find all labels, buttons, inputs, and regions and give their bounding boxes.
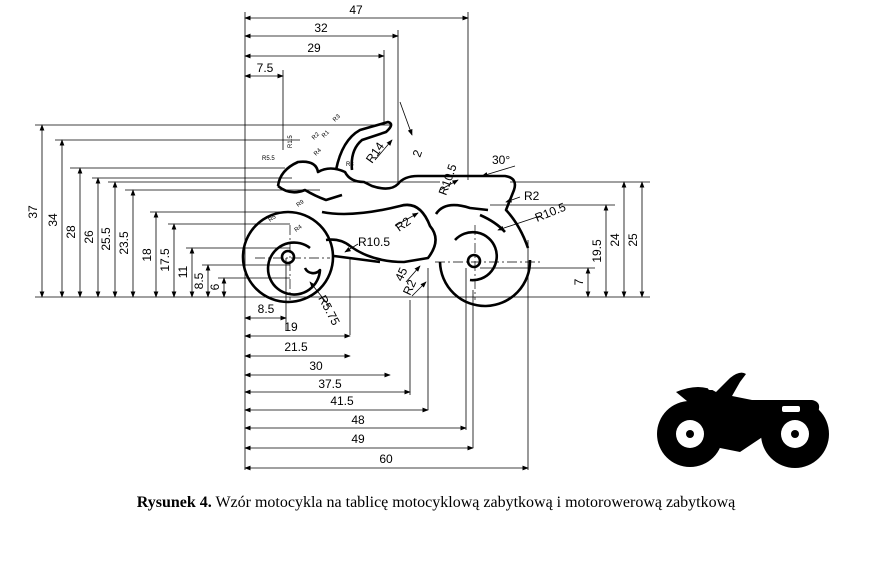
radius-label-5: R10.5 <box>533 200 568 225</box>
dim-top-3: 29 <box>307 41 321 55</box>
caption-text: Wzór motocykla na tablicę motocyklową za… <box>215 494 736 511</box>
radius-leaders <box>309 101 541 308</box>
dim-bottom-7: 48 <box>351 413 365 427</box>
radius-label-8: R5.75 <box>315 293 343 328</box>
offset-label: 2 <box>410 148 426 159</box>
dim-right-2: 19.5 <box>590 239 604 263</box>
dim-left-9: 11 <box>176 265 190 278</box>
figure-caption: Rysunek 4. Wzór motocykla na tablicę mot… <box>0 494 872 512</box>
dim-left-6: 23.5 <box>117 231 131 255</box>
dim-left-10: 8.5 <box>192 272 206 289</box>
small-label-8: R5 <box>268 214 278 224</box>
small-label-4: R1 <box>321 129 331 139</box>
dim-bottom-2: 19 <box>284 320 298 334</box>
small-label-1: R3 <box>332 113 342 123</box>
small-label-2: R1.5 <box>288 135 294 148</box>
dim-left-7: 18 <box>140 248 154 262</box>
small-label-6: R4 <box>313 147 323 157</box>
dim-left-1: 37 <box>26 205 40 219</box>
small-label-5: R5.5 <box>262 156 275 162</box>
radius-label-6: R2 <box>524 189 540 203</box>
small-label-10: R9 <box>296 199 306 209</box>
motorcycle-silhouette-icon <box>657 372 829 468</box>
radius-label-2: R10.5 <box>358 235 390 249</box>
dim-bottom-4: 30 <box>309 359 323 373</box>
dim-left-2: 34 <box>46 213 60 227</box>
dimension-lines <box>39 15 645 471</box>
dim-top-4: 7.5 <box>257 61 274 75</box>
dim-right-3: 24 <box>608 233 622 247</box>
dim-bottom-9: 60 <box>379 452 393 466</box>
dim-bottom-3: 21.5 <box>284 340 308 354</box>
dim-right-1: 7 <box>572 278 586 285</box>
dim-left-3: 28 <box>64 225 78 239</box>
angle-label-1: 30° <box>492 153 510 167</box>
radius-label-7: R2 <box>400 277 419 297</box>
dim-bottom-6: 41.5 <box>330 394 354 408</box>
dim-top-1: 47 <box>349 3 363 17</box>
dim-bottom-5: 37.5 <box>318 377 342 391</box>
small-detail-labels: R3 R1.5 R2 R1 R5.5 R4 R3 R5 R4 R9 <box>262 113 354 233</box>
dim-left-8: 17.5 <box>158 248 172 272</box>
dim-bottom-8: 49 <box>351 432 365 446</box>
motorcycle-outline <box>241 120 532 308</box>
radius-label-1: R14 <box>363 139 387 165</box>
vertical-right-labels: 7 19.5 24 25 <box>572 233 640 285</box>
small-label-7: R3 <box>346 162 354 168</box>
dim-top-2: 32 <box>314 21 328 35</box>
small-label-9: R4 <box>294 224 304 234</box>
extension-lines <box>35 12 650 470</box>
small-label-3: R2 <box>311 131 321 141</box>
dim-left-4: 26 <box>82 230 96 244</box>
angle-label-2: 45 <box>392 265 410 283</box>
dim-left-5: 25.5 <box>99 227 113 251</box>
caption-label: Rysunek 4. <box>136 494 212 511</box>
dim-bottom-1: 8.5 <box>258 302 275 316</box>
radius-label-4: R10.5 <box>436 162 460 197</box>
dim-left-11: 6 <box>208 283 222 290</box>
vertical-left-labels: 37 34 28 26 25.5 23.5 18 17.5 11 8.5 6 <box>26 205 222 290</box>
dim-right-4: 25 <box>626 233 640 247</box>
